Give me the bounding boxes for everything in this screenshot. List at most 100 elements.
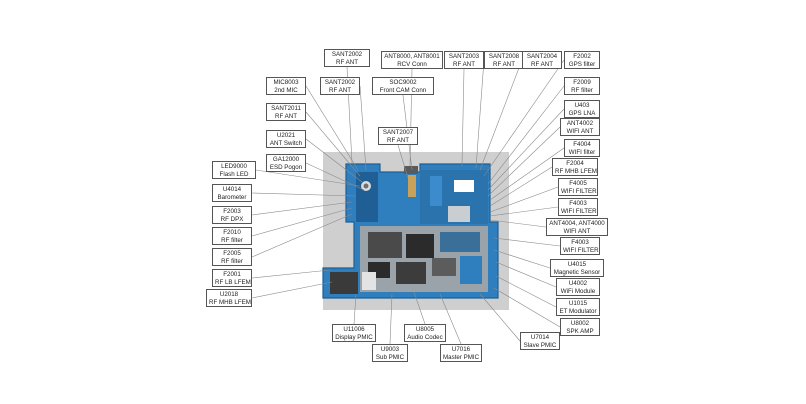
leader-f2003 — [251, 201, 353, 216]
label-line: WIFI FILTER — [561, 207, 597, 215]
leader-u2018 — [251, 281, 333, 299]
leader-u403 — [487, 108, 565, 191]
leader-u4015 — [493, 249, 551, 269]
label-line: RF ANT — [453, 60, 475, 68]
label-line: SPK AMP — [566, 327, 594, 335]
label-line: WIFI FILTER — [561, 187, 597, 195]
leader-ga12000 — [305, 162, 365, 191]
label-line: ANT Switch — [269, 139, 303, 147]
label-line: Magnetic Sensor — [553, 268, 601, 276]
leader-ant4004 — [489, 219, 547, 228]
label-line: U4014 — [222, 186, 242, 193]
label-line: U403 — [574, 102, 590, 109]
leader-f2002 — [483, 59, 565, 177]
leader-f2001 — [251, 269, 331, 279]
label-line: RF ANT — [531, 60, 553, 68]
label-line: F4003 — [571, 239, 589, 246]
label-line: RF MHB LFEM — [555, 167, 597, 175]
leader-u11006 — [353, 293, 357, 325]
leader-u4002 — [495, 261, 557, 288]
label-line: RF ANT — [329, 86, 351, 94]
label-line: Audio Codec — [407, 333, 443, 341]
leader-u7014 — [479, 293, 521, 342]
label-line: LED9000 — [221, 163, 247, 170]
leader-lines — [251, 59, 565, 345]
label-line: ANT4004, ANT4000 — [549, 220, 605, 227]
label-line: F4005 — [569, 180, 587, 187]
label-line: ANT4002 — [566, 120, 594, 127]
leader-f4004 — [489, 147, 565, 201]
leader-sant2004 — [479, 59, 523, 171]
label-line: F4003 — [569, 200, 587, 207]
label-line: ESD Pogon — [269, 163, 303, 171]
label-line: RF ANT — [387, 136, 409, 144]
label-line: SANT2003 — [448, 53, 480, 60]
leader-f4005 — [489, 186, 559, 213]
leader-f2005 — [251, 213, 353, 258]
leader-ant4002 — [487, 126, 561, 197]
label-line: U2021 — [276, 132, 296, 139]
label-line: F2003 — [223, 208, 241, 215]
label-line: RF ANT — [336, 58, 358, 66]
pcb-board — [322, 163, 499, 299]
label-line: F2009 — [573, 79, 591, 86]
label-line: F2004 — [566, 160, 584, 167]
label-line: SANT2004 — [526, 53, 558, 60]
label-line: RCV Conn — [397, 60, 427, 68]
label-line: SANT2011 — [271, 105, 301, 112]
leader-u8002 — [493, 287, 561, 328]
leader-u1015 — [495, 275, 557, 308]
leader-sant2002-b — [359, 85, 367, 171]
label-line: U2018 — [219, 291, 239, 298]
label-line: Sub PMIC — [375, 353, 405, 361]
label-line: WIFI ANT — [566, 127, 594, 135]
label-line: Master PMIC — [443, 353, 480, 361]
leader-sant2003 — [461, 68, 465, 167]
label-line: ANT8000, ANT8001 — [384, 53, 440, 60]
leader-u9003 — [389, 293, 393, 345]
label-line: U4015 — [567, 261, 587, 268]
label-line: RF filter — [221, 257, 243, 265]
label-line: GPS LNA — [568, 109, 596, 117]
label-line: Display PMIC — [335, 333, 373, 341]
leader-f2010 — [251, 207, 353, 237]
label-line: GA12000 — [272, 156, 300, 163]
label-line: U4002 — [568, 280, 588, 287]
leader-u4014 — [251, 192, 357, 197]
label-line: GPS filter — [568, 60, 596, 68]
label-line: MIC8003 — [273, 79, 299, 86]
label-line: Slave PMIC — [523, 341, 557, 349]
label-line: WIFI filter — [568, 148, 596, 156]
label-line: F2010 — [223, 229, 241, 236]
label-line: F4004 — [573, 141, 591, 148]
label-line: U7016 — [451, 346, 471, 353]
leader-f2009 — [487, 85, 565, 185]
label-line: SANT2002 — [324, 79, 356, 86]
